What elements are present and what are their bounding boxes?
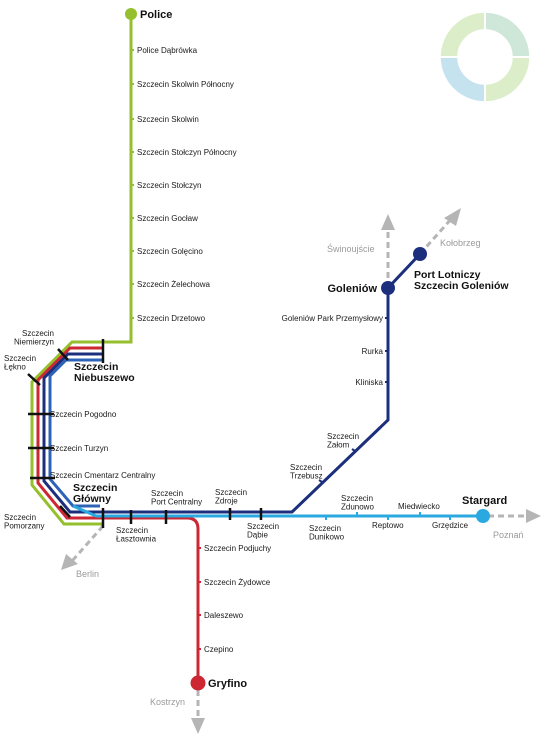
- label-daleszewo: Daleszewo: [204, 611, 244, 620]
- label-skolwin-polnocny: Szczecin Skolwin Północny: [137, 80, 234, 89]
- label-zelechowa: Szczecin Żelechowa: [137, 280, 210, 289]
- connection-kolobrzeg: [418, 217, 454, 255]
- terminal-gryfino: [190, 675, 206, 691]
- logo-icon: [439, 11, 531, 103]
- label-miedwiecko: Miedwiecko: [398, 502, 440, 511]
- label-pogodno: Szczecin Pogodno: [50, 410, 117, 419]
- label-stolczyn-polnocny: Szczecin Stołczyn Północny: [137, 148, 237, 157]
- arrow-heads: [61, 208, 541, 734]
- station-labels: Police Police Dąbrówka Szczecin Skolwin …: [4, 9, 509, 690]
- connection-berlin: [70, 525, 105, 562]
- arrow-up-icon: [381, 214, 395, 230]
- label-kliniska: Kliniska: [355, 378, 383, 387]
- label-podjuchy: Szczecin Podjuchy: [204, 544, 271, 553]
- label-poznan: Poznań: [493, 530, 524, 540]
- label-rurka: Rurka: [362, 347, 384, 356]
- label-reptowo: Reptowo: [372, 521, 404, 530]
- hub-goleniow: [381, 281, 395, 295]
- label-goleniow: Goleniów: [328, 283, 378, 295]
- arrow-up-right-icon: [444, 208, 461, 226]
- destination-labels: Świnoujście Kołobrzeg Poznań Berlin Kost…: [76, 238, 524, 707]
- major-ticks: [27, 339, 263, 528]
- label-skolwin: Szczecin Skolwin: [137, 115, 199, 124]
- label-turzyn: Szczecin Turzyn: [50, 444, 108, 453]
- label-goleniow-park: Goleniów Park Przemysłowy: [282, 314, 383, 323]
- label-police: Police: [140, 9, 172, 21]
- arrow-right-icon: [526, 509, 541, 523]
- label-kostrzyn: Kostrzyn: [150, 697, 185, 707]
- label-grzedzice: Grzędzice: [432, 521, 469, 530]
- label-gryfino: Gryfino: [208, 678, 247, 690]
- label-drzetowo: Szczecin Drzetowo: [137, 314, 206, 323]
- terminal-port-lotniczy: [413, 247, 427, 261]
- line-navy: [42, 252, 422, 514]
- label-golecino: Szczecin Golęcino: [137, 247, 203, 256]
- external-connections: [70, 217, 528, 720]
- terminal-stargard: [476, 509, 490, 523]
- line-blue: [48, 358, 103, 508]
- label-police-dabrowka: Police Dąbrówka: [137, 46, 198, 55]
- label-czepino: Czepino: [204, 645, 234, 654]
- minor-ticks: [131, 49, 451, 650]
- label-stolczyn: Szczecin Stołczyn: [137, 181, 201, 190]
- terminal-police: [125, 8, 137, 20]
- label-swinoujscie: Świnoujście: [327, 243, 375, 254]
- label-kolobrzeg: Kołobrzeg: [440, 238, 481, 248]
- arrow-down-icon: [191, 718, 205, 734]
- label-zydowce: Szczecin Żydowce: [204, 578, 271, 587]
- label-cmentarz: Szczecin Cmentarz Centralny: [50, 471, 155, 480]
- label-berlin: Berlin: [76, 569, 99, 579]
- label-stargard: Stargard: [462, 495, 507, 507]
- line-cyan: [72, 504, 483, 518]
- line-green: [30, 14, 133, 526]
- arrow-down-left-icon: [61, 554, 78, 570]
- label-goclaw: Szczecin Gocław: [137, 214, 198, 223]
